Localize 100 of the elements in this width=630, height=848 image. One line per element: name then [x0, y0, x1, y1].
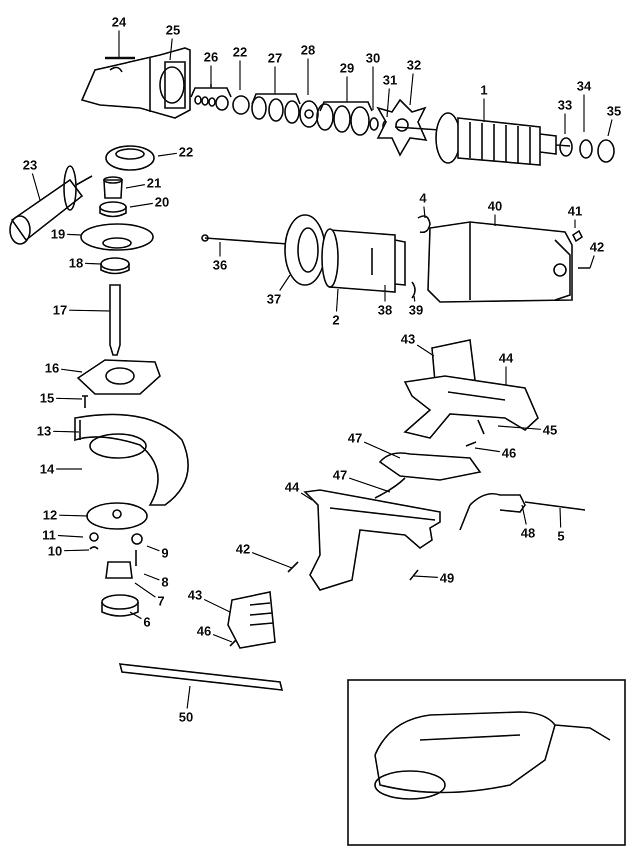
leader-line: [607, 119, 613, 136]
leader-line: [505, 366, 507, 385]
leader-line: [564, 114, 566, 134]
callout-number: 42: [234, 542, 252, 556]
callout-number: 43: [400, 332, 416, 346]
callout-number: 45: [542, 422, 558, 438]
callout-number: 11: [41, 528, 57, 542]
callout-number: 9: [160, 546, 170, 560]
callout-number: 32: [406, 58, 422, 72]
callout-number: 28: [300, 42, 316, 58]
callout-number: 37: [266, 292, 282, 306]
callout-number: 17: [52, 302, 68, 318]
leader-line: [574, 220, 576, 228]
leader-line: [130, 611, 142, 620]
callout-number: 48: [520, 526, 536, 540]
callout-number: 2: [331, 312, 341, 328]
leader-line: [349, 478, 390, 493]
callout-number: 19: [50, 226, 66, 242]
callout-number: 39: [408, 302, 424, 318]
callout-number: 46: [500, 446, 518, 460]
leader-line: [372, 66, 374, 110]
leader-line: [69, 310, 110, 312]
callout-number: 44: [498, 350, 514, 366]
callout-number: 13: [36, 424, 52, 438]
leader-line: [409, 73, 414, 106]
callout-number: 35: [606, 104, 622, 118]
leader-line: [589, 255, 595, 268]
callout-number: 20: [154, 194, 170, 210]
leader-line: [61, 368, 82, 373]
leader-line: [53, 430, 80, 433]
callout-number: 38: [376, 302, 394, 318]
callout-number: 21: [146, 176, 162, 190]
callout-number: 4: [418, 190, 428, 206]
callout-number: 41: [566, 204, 584, 218]
leader-line: [483, 98, 485, 122]
leader-line: [239, 60, 241, 90]
leader-line: [186, 686, 191, 709]
leader-line: [146, 545, 160, 552]
callout-number: 49: [438, 570, 456, 586]
leader-line: [416, 344, 434, 356]
callout-number: 8: [160, 574, 170, 590]
callout-number: 29: [338, 60, 356, 76]
leader-line: [56, 398, 82, 400]
leader-line: [559, 508, 562, 528]
callout-number: 26: [202, 50, 220, 64]
leader-line: [521, 504, 527, 525]
leader-line: [346, 76, 348, 102]
leader-line: [219, 242, 221, 256]
callout-number: 44: [284, 480, 300, 494]
leader-line: [413, 296, 416, 302]
leader-line: [279, 274, 290, 291]
callout-number: 22: [232, 44, 248, 60]
callout-number: 33: [556, 98, 574, 112]
leader-line: [144, 573, 160, 580]
leader-line: [494, 214, 496, 226]
leader-line: [583, 94, 585, 132]
leader-line: [336, 288, 339, 312]
leader-line: [118, 30, 120, 58]
leader-line: [169, 38, 173, 60]
leader-line: [498, 425, 541, 430]
leader-line: [210, 66, 212, 84]
callout-number: 12: [42, 508, 58, 522]
leader-line: [252, 552, 292, 569]
leader-line: [134, 582, 156, 598]
leader-line: [56, 468, 82, 470]
leader-line: [59, 514, 88, 517]
callout-number: 47: [332, 468, 348, 482]
leader-line: [474, 447, 500, 452]
leader-line: [126, 184, 145, 189]
leader-line: [32, 173, 41, 200]
leader-line: [64, 549, 90, 552]
leader-line: [364, 442, 400, 459]
leader-line: [386, 88, 390, 118]
leader-line: [300, 492, 312, 500]
callout-number: 47: [346, 430, 364, 446]
callout-number: 23: [22, 158, 38, 172]
callout-number: 6: [142, 614, 152, 630]
leader-line: [384, 285, 386, 302]
leader-line: [58, 534, 84, 538]
callout-number: 34: [576, 78, 592, 94]
leader-line: [307, 58, 309, 95]
callout-number: 46: [196, 624, 212, 638]
callout-number: 24: [110, 14, 128, 30]
callout-number: 15: [38, 390, 56, 406]
callout-number: 40: [486, 198, 504, 214]
callout-number: 1: [479, 82, 489, 98]
callout-number: 30: [364, 50, 382, 66]
leader-line: [212, 634, 232, 643]
callout-number: 5: [556, 528, 566, 544]
callout-number: 31: [382, 72, 398, 88]
callout-number: 43: [186, 588, 204, 602]
leader-line: [423, 206, 426, 218]
callout-number: 50: [178, 710, 194, 724]
callout-number: 10: [46, 544, 64, 558]
callout-number: 14: [38, 462, 56, 476]
callout-number: 7: [156, 594, 166, 608]
callout-number: 42: [588, 240, 606, 254]
leader-line: [158, 152, 177, 157]
leader-line: [274, 66, 276, 94]
leader-line: [85, 262, 102, 265]
